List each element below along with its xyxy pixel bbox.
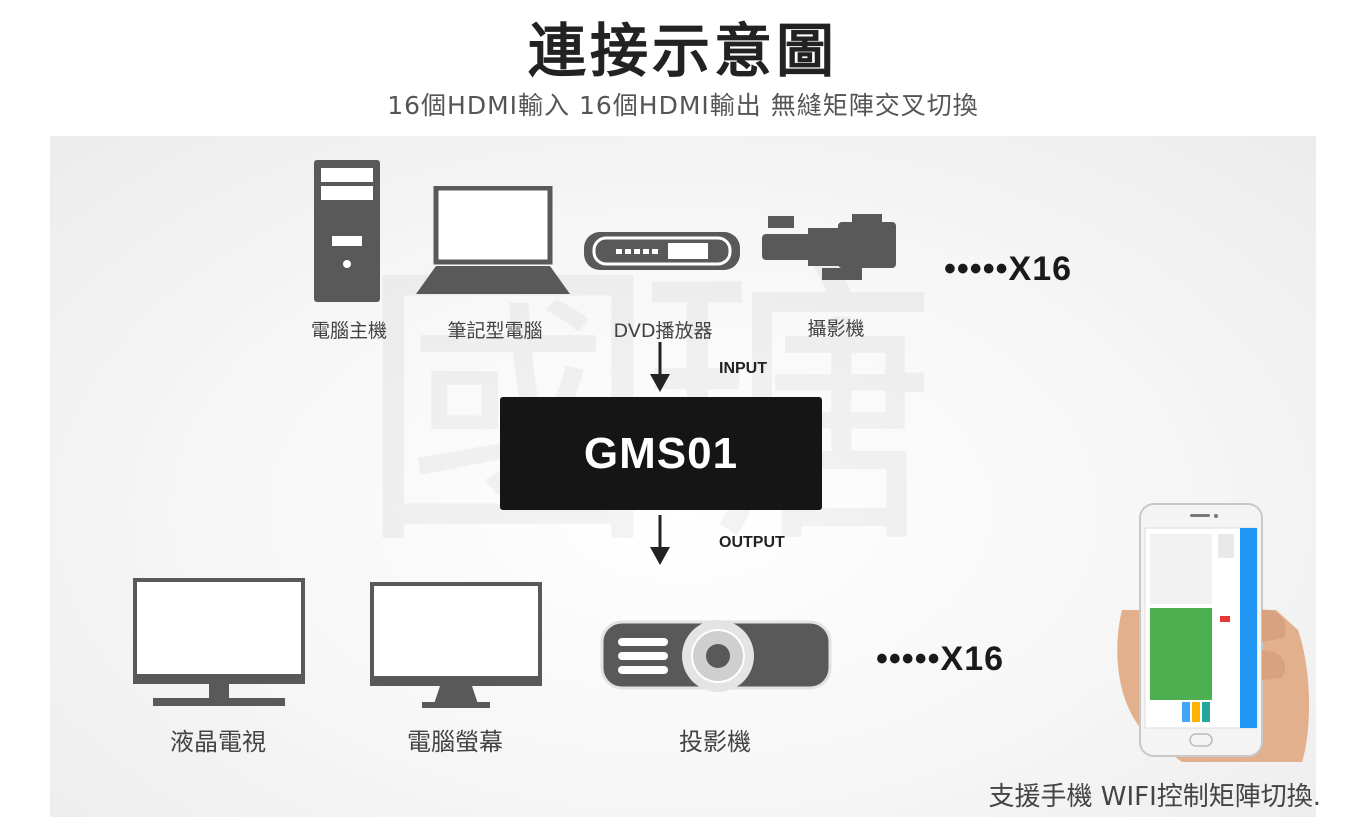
diagram-subtitle: 16個HDMI輸入 16個HDMI輸出 無縫矩陣交叉切換: [387, 91, 979, 120]
input-label-dvd: DVD播放器: [613, 320, 713, 342]
input-count: •••••X16: [944, 250, 1073, 288]
output-arrow-icon: [650, 515, 670, 565]
video-camera-icon: [762, 214, 896, 280]
output-label-projector: 投影機: [679, 728, 751, 756]
laptop-icon: [416, 186, 570, 294]
projector-icon: [600, 620, 832, 692]
phone-control-caption: 支援手機 WIFI控制矩陣切換.: [988, 782, 1321, 812]
lcd-tv-icon: [133, 578, 305, 706]
matrix-switcher: GMS01: [500, 397, 822, 510]
input-label-camera: 攝影機: [807, 318, 865, 340]
input-arrow-icon: [650, 342, 670, 392]
output-tag: OUTPUT: [719, 534, 785, 551]
input-label-desktop: 電腦主機: [310, 320, 388, 342]
dvd-player-icon: [584, 232, 740, 270]
output-label-tv: 液晶電視: [170, 728, 266, 756]
input-label-laptop: 筆記型電腦: [447, 320, 543, 342]
switcher-model: GMS01: [583, 428, 739, 478]
phone-in-hand-icon: [1117, 503, 1310, 762]
monitor-icon: [370, 582, 542, 708]
output-label-monitor: 電腦螢幕: [407, 728, 503, 756]
diagram-title: 連接示意圖: [527, 17, 838, 85]
input-tag: INPUT: [719, 360, 767, 377]
desktop-tower-icon: [314, 160, 380, 302]
output-count: •••••X16: [876, 640, 1005, 678]
